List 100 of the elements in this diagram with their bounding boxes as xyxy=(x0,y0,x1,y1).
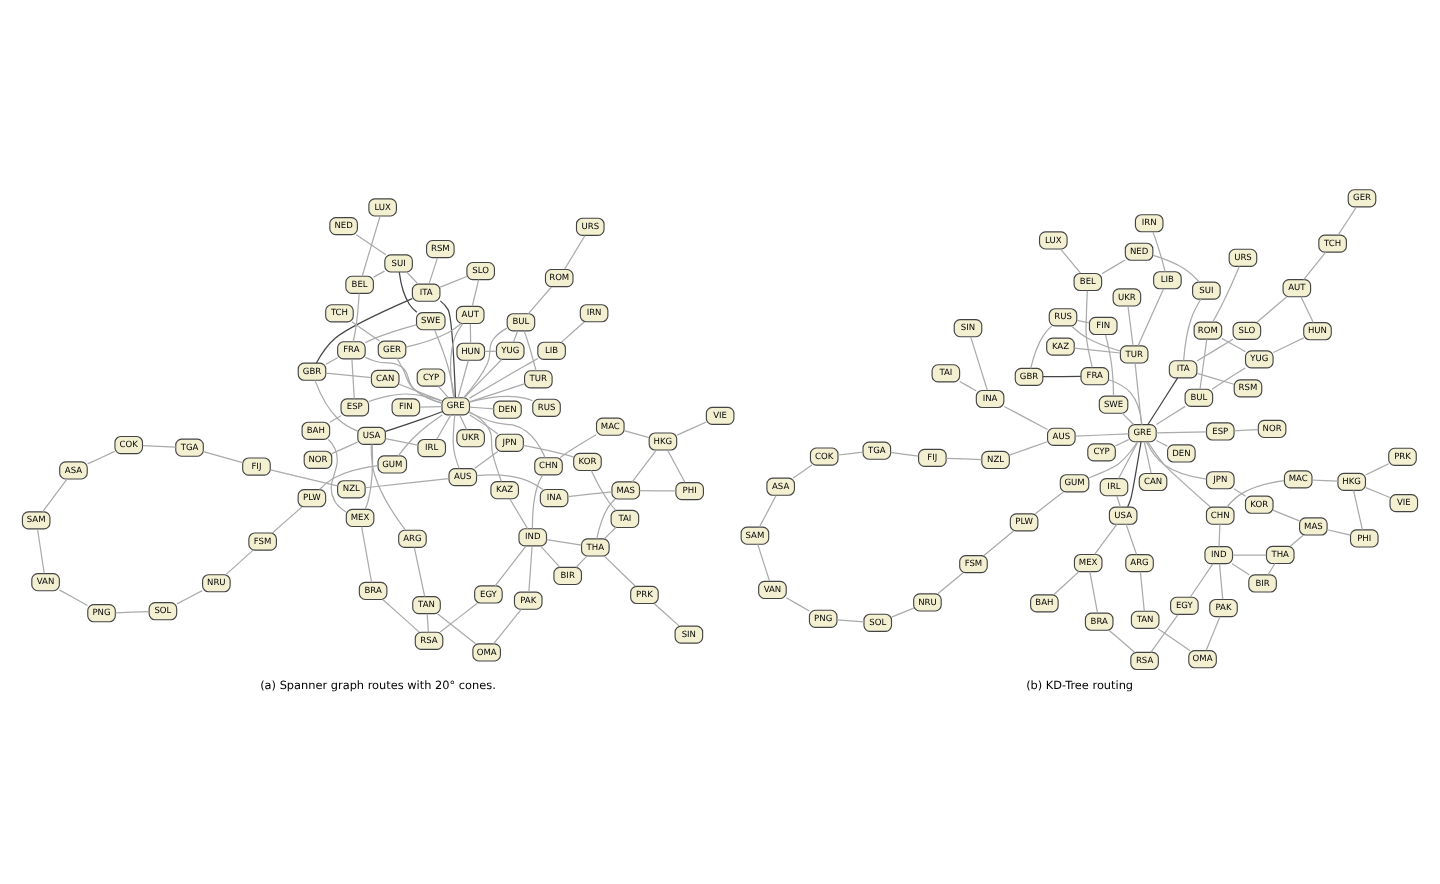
connector xyxy=(546,538,583,546)
connector xyxy=(355,234,387,256)
connector xyxy=(1311,479,1339,482)
connector xyxy=(36,528,45,574)
connector xyxy=(785,597,810,612)
connector xyxy=(457,359,469,399)
connector xyxy=(434,329,456,399)
connector xyxy=(426,613,430,633)
connector xyxy=(1233,429,1259,432)
connector xyxy=(527,286,553,315)
connector xyxy=(1053,570,1080,596)
connector xyxy=(1303,251,1327,281)
connector xyxy=(667,449,686,483)
connector xyxy=(1226,480,1285,508)
connector xyxy=(372,270,386,278)
connector xyxy=(539,545,561,568)
connector xyxy=(450,323,464,399)
connector xyxy=(318,465,379,491)
connector xyxy=(405,323,462,348)
connector xyxy=(437,385,449,399)
connector xyxy=(1212,265,1240,323)
connector xyxy=(1232,554,1267,556)
connector xyxy=(1139,571,1145,612)
connector xyxy=(836,619,865,623)
connector xyxy=(1114,439,1130,447)
connector xyxy=(142,445,177,448)
connector xyxy=(331,441,359,455)
connector xyxy=(1152,254,1200,283)
connector xyxy=(1042,375,1082,378)
connector xyxy=(1218,563,1224,600)
connector xyxy=(351,358,355,400)
connector xyxy=(1272,509,1301,522)
connector xyxy=(364,478,450,489)
connector xyxy=(469,323,472,344)
connector xyxy=(959,380,977,392)
connector xyxy=(1008,441,1048,456)
connector xyxy=(419,406,443,408)
connector xyxy=(945,457,983,461)
connector xyxy=(269,469,338,487)
connector xyxy=(890,451,919,457)
connector xyxy=(1104,334,1115,397)
connector xyxy=(351,321,381,342)
connector xyxy=(271,506,303,534)
connector xyxy=(1256,296,1288,323)
connector xyxy=(1094,523,1118,555)
connector xyxy=(676,421,707,436)
connector xyxy=(937,572,964,595)
connector xyxy=(1289,534,1304,547)
connector xyxy=(225,549,254,576)
connector xyxy=(575,555,588,568)
connector xyxy=(758,495,777,528)
connector xyxy=(475,474,544,491)
connector xyxy=(398,271,418,313)
connector xyxy=(329,415,342,423)
connector xyxy=(314,379,359,432)
connector xyxy=(1155,405,1186,426)
connector xyxy=(631,449,657,483)
connector xyxy=(1189,563,1214,598)
connector xyxy=(1073,347,1121,354)
connector xyxy=(1108,629,1136,653)
connector xyxy=(1137,288,1165,347)
connector xyxy=(1155,439,1168,447)
connector xyxy=(1074,433,1130,437)
connector xyxy=(1218,523,1221,548)
connector xyxy=(463,327,508,399)
connector xyxy=(1272,337,1305,354)
connector xyxy=(1089,571,1099,614)
connector xyxy=(452,414,460,469)
connector xyxy=(176,590,203,605)
connector xyxy=(1155,431,1207,434)
connector xyxy=(468,412,546,459)
connector xyxy=(1034,491,1064,515)
connector xyxy=(463,358,503,399)
connector xyxy=(406,271,419,285)
connector xyxy=(439,275,468,288)
connector xyxy=(413,547,426,598)
connector xyxy=(396,357,443,404)
connector xyxy=(523,330,537,372)
connector xyxy=(1147,377,1179,425)
connector xyxy=(590,469,617,511)
connector xyxy=(1205,616,1221,651)
connector xyxy=(1143,441,1152,474)
connector xyxy=(361,215,381,277)
connector xyxy=(1233,488,1247,497)
connector xyxy=(469,414,499,435)
connector xyxy=(361,525,373,583)
connector xyxy=(1125,523,1138,556)
connector xyxy=(1364,463,1390,476)
connector xyxy=(563,235,586,270)
connector xyxy=(1157,628,1191,652)
connector xyxy=(1030,325,1053,369)
connector xyxy=(436,613,477,645)
connector xyxy=(1337,206,1357,236)
connector xyxy=(42,478,68,513)
connector xyxy=(202,450,244,464)
connector xyxy=(512,330,519,343)
connector xyxy=(325,357,339,365)
connector xyxy=(1365,487,1391,499)
connector xyxy=(1117,441,1139,480)
connector xyxy=(522,444,575,458)
